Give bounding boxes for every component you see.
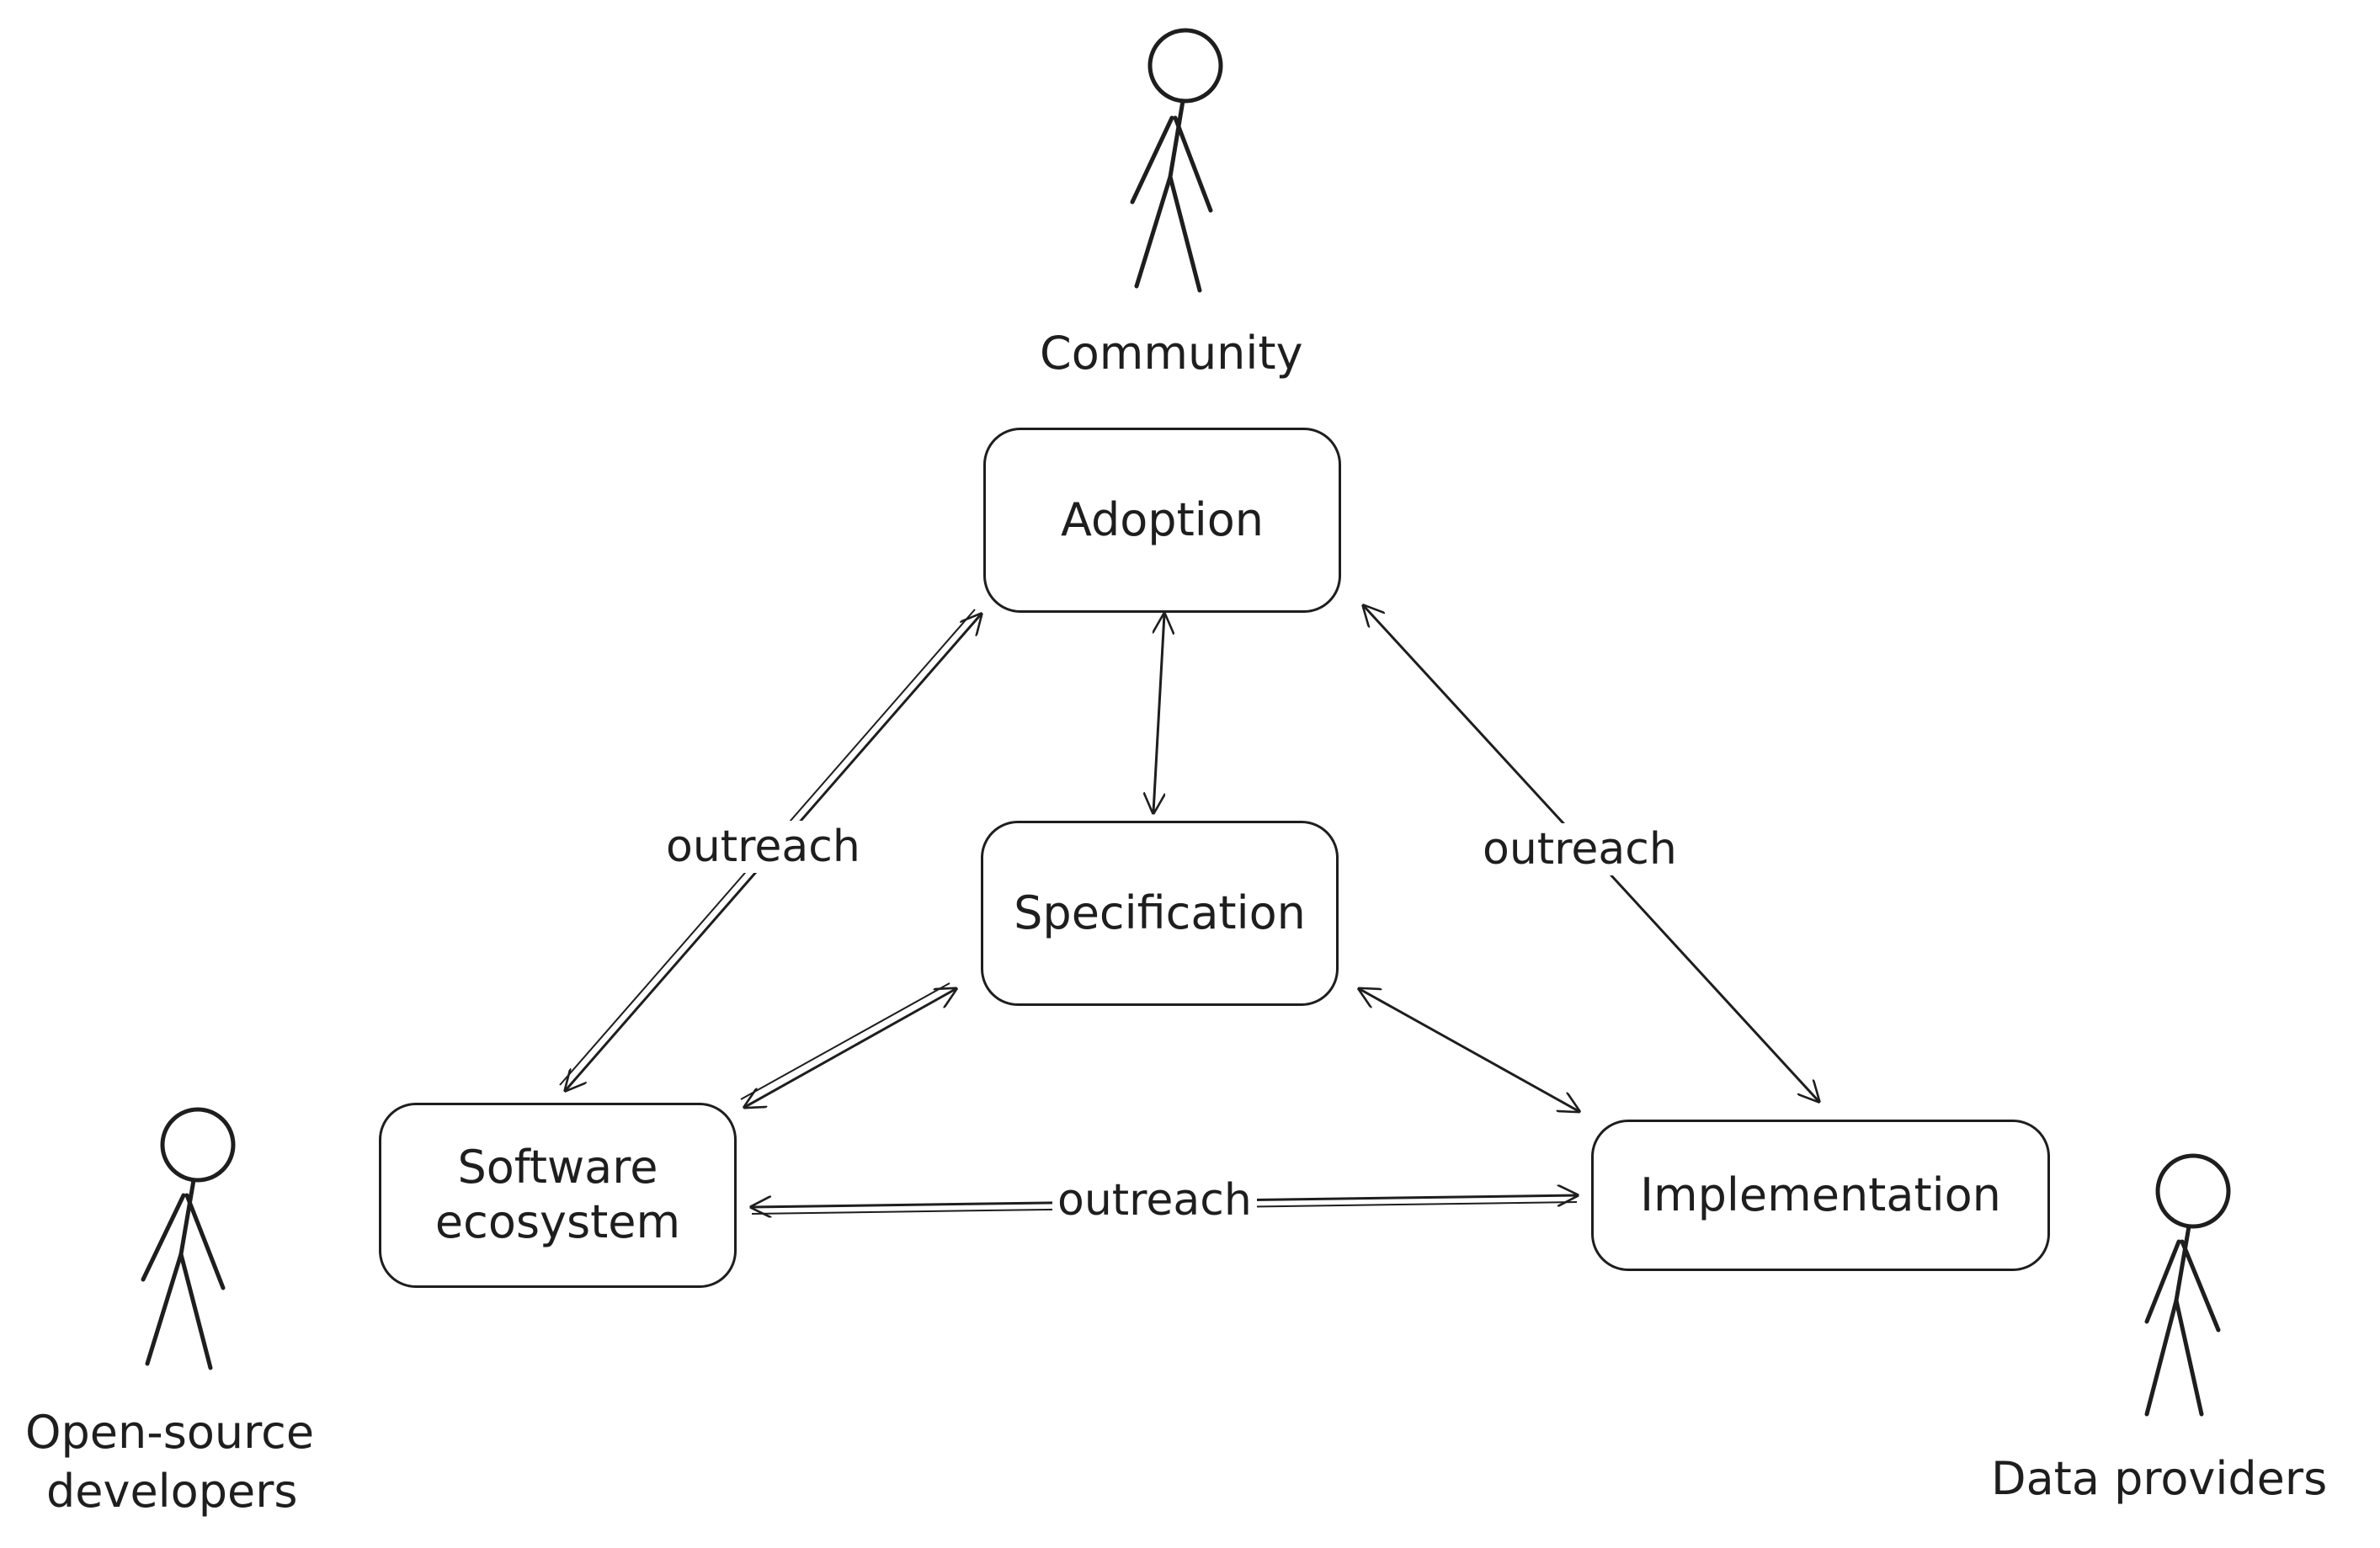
node-software-ecosystem[interactable]: Software ecosystem [379, 1103, 737, 1288]
actor-label-community: Community [1040, 327, 1303, 380]
open-source-developers-figure [141, 1107, 236, 1370]
edge-specification-software [745, 989, 956, 1107]
node-specification[interactable]: Specification [981, 821, 1339, 1006]
node-software-label-line1: Software [457, 1141, 658, 1194]
node-implementation-label: Implementation [1640, 1168, 2001, 1221]
edge-label-outreach-bottom: outreach [1052, 1174, 1257, 1227]
node-adoption[interactable]: Adoption [983, 428, 1341, 613]
data-providers-figure [2144, 1153, 2231, 1417]
actor-label-open-source-line2: developers [46, 1465, 298, 1518]
node-implementation[interactable]: Implementation [1591, 1120, 2050, 1271]
node-specification-label: Specification [1014, 886, 1306, 939]
edge-specification-implementation [1360, 989, 1579, 1111]
node-software-label-line2: ecosystem [434, 1195, 681, 1248]
edge-label-outreach-left: outreach [661, 821, 865, 874]
community-figure [1130, 28, 1223, 293]
node-adoption-label: Adoption [1060, 492, 1265, 546]
edge-label-outreach-right: outreach [1478, 823, 1682, 876]
actor-label-open-source-line1: Open-source [25, 1406, 315, 1459]
edge-adoption-specification [1153, 614, 1164, 812]
actor-label-data-providers: Data providers [1991, 1452, 2328, 1505]
edge-specification-software-b [740, 982, 950, 1100]
